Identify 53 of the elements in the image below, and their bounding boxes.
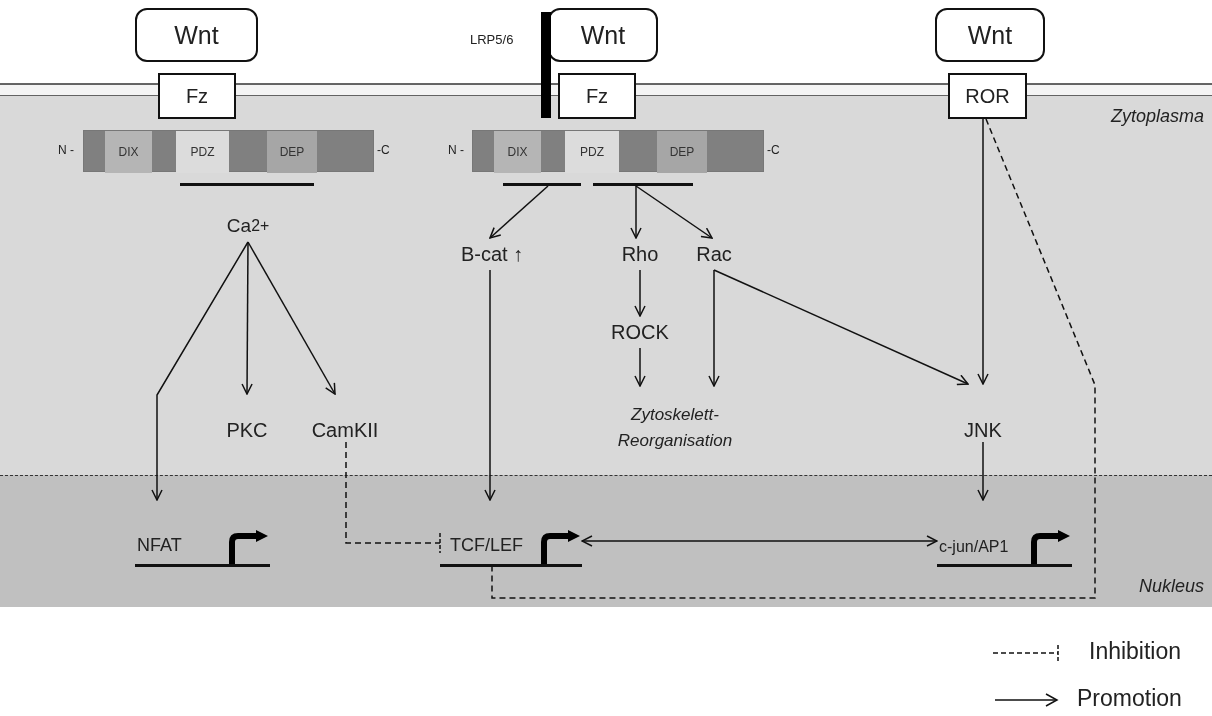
arrow xyxy=(634,347,646,387)
protein-label: Rho xyxy=(614,238,666,270)
legend-label: Inhibition xyxy=(1089,638,1182,665)
receptor-box: Fz xyxy=(158,73,236,119)
receptor-box: ROR xyxy=(948,73,1027,119)
region-label: Zytoplasma xyxy=(1110,106,1204,127)
receptor-box: Fz xyxy=(558,73,636,119)
cell-region xyxy=(0,475,1212,607)
underline-bar xyxy=(593,183,693,186)
protein-label: PKC xyxy=(218,394,276,442)
domain-box: PDZ xyxy=(565,131,619,173)
arrow xyxy=(977,441,989,501)
region-label: Nukleus xyxy=(1138,576,1204,597)
arrow xyxy=(241,241,253,395)
arrow xyxy=(977,118,989,385)
domain-box: DIX xyxy=(105,131,152,173)
terminus-label: -C xyxy=(767,143,780,157)
terminus-label: N - xyxy=(448,143,464,157)
protein-label: B-cat ↑ xyxy=(446,238,538,270)
protein-label: Rac xyxy=(690,238,738,270)
arrow xyxy=(247,241,336,395)
underline-bar xyxy=(180,183,314,186)
protein-label: JNK xyxy=(950,384,1016,442)
arrow xyxy=(630,185,642,239)
terminus-label: -C xyxy=(377,143,390,157)
domain-box: DEP xyxy=(267,131,317,173)
arrow xyxy=(635,185,713,239)
domain-box: DEP xyxy=(657,131,707,173)
inhibition-connector xyxy=(345,441,441,554)
ligand-box: Wnt xyxy=(135,8,258,62)
protein-domain-bar xyxy=(83,130,374,172)
arrow xyxy=(634,269,646,317)
arrow xyxy=(489,185,549,239)
gene-label: TCF/LEF xyxy=(450,535,523,556)
protein-label: CamKII xyxy=(298,394,392,442)
arrow xyxy=(713,269,969,386)
gene-label: NFAT xyxy=(137,535,182,556)
legend-label: Promotion xyxy=(1077,685,1182,712)
arrow xyxy=(708,269,720,387)
protein-domain-bar xyxy=(472,130,764,172)
arrow xyxy=(581,535,938,547)
arrow xyxy=(151,241,249,501)
underline-bar xyxy=(503,183,581,186)
domain-box: PDZ xyxy=(176,131,229,173)
ligand-box: Wnt xyxy=(548,8,658,62)
protein-label: ROCK xyxy=(604,316,676,348)
protein-label: LRP5/6 xyxy=(470,32,514,47)
arrow xyxy=(484,269,496,501)
gene-label: c-jun/AP1 xyxy=(939,538,1009,556)
terminus-label: N - xyxy=(58,143,74,157)
domain-box: DIX xyxy=(494,131,541,173)
ligand-box: Wnt xyxy=(935,8,1045,62)
process-label: Zytoskelett- Reorganisation xyxy=(580,386,770,454)
